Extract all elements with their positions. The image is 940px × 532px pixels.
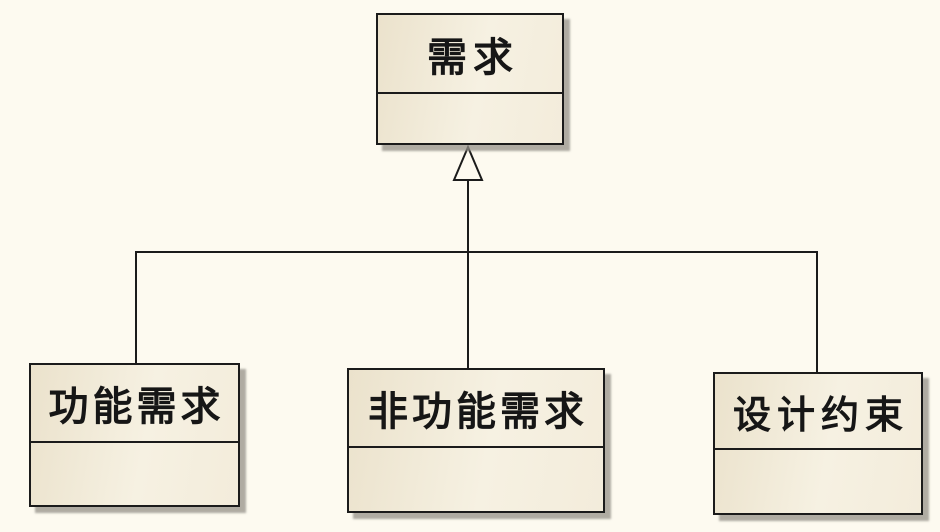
class-box-nonfunctional-requirements: 非功能需求: [347, 368, 605, 513]
class-title: 非功能需求: [368, 388, 588, 435]
class-box-design-constraints: 设计约束: [713, 372, 923, 515]
class-box-functional-requirements: 功能需求: [29, 363, 240, 507]
class-title: 需求: [427, 33, 519, 81]
attributes-compartment: [378, 92, 562, 143]
attributes-compartment: [349, 446, 603, 511]
class-title: 功能需求: [48, 383, 225, 430]
attributes-compartment: [31, 441, 238, 505]
class-title: 设计约束: [732, 391, 909, 437]
class-box-requirements: 需求: [376, 13, 564, 145]
attributes-compartment: [715, 448, 921, 513]
generalization-arrowhead-icon: [452, 144, 484, 181]
